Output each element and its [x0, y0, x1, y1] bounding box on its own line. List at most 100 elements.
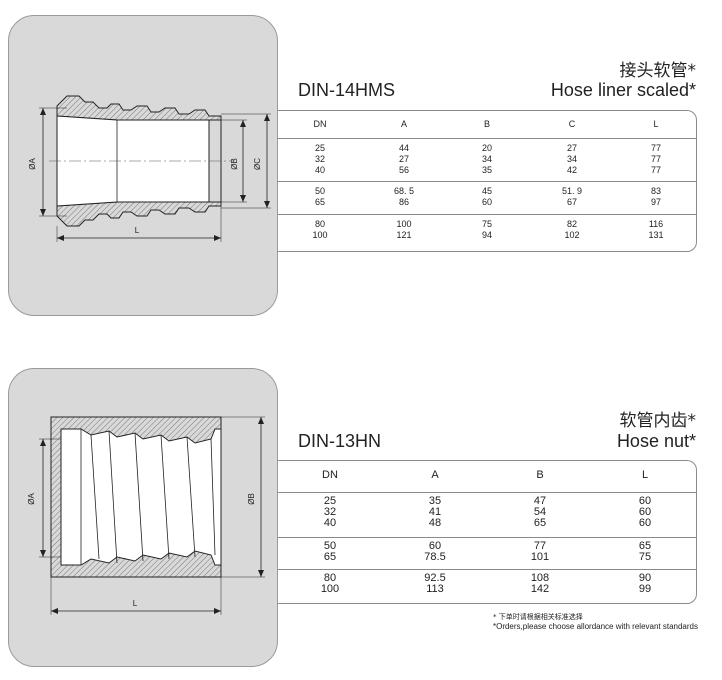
- table-cell: 80: [314, 219, 325, 229]
- table-cell: 41: [428, 506, 442, 518]
- row-group-separator: [278, 537, 696, 538]
- table-cell: 65: [314, 197, 325, 207]
- row-group-separator: [278, 181, 696, 182]
- table-cell: 100: [396, 219, 412, 229]
- hose-liner-drawing: ØA ØB ØC L: [28, 95, 271, 242]
- table-cell: 48: [428, 517, 442, 529]
- table-header-row: DN A B C L: [278, 111, 696, 137]
- column-header: DN: [322, 469, 338, 481]
- section2-product-code: DIN-13HN: [298, 431, 382, 451]
- table-row: 100 113 142 99: [278, 584, 696, 595]
- table-cell: 65: [533, 517, 547, 529]
- table-cell: 82: [566, 219, 577, 229]
- section2-title-cn: 软管内齿*: [619, 411, 697, 431]
- table-cell: 116: [648, 219, 664, 229]
- table-cell: 42: [566, 165, 577, 175]
- table-cell: 75: [481, 219, 492, 229]
- table-cell: 50: [314, 186, 325, 196]
- table-cell: 32: [323, 506, 337, 518]
- table-cell: 100: [320, 583, 340, 595]
- table-cell: 97: [650, 197, 661, 207]
- table-cell: 34: [481, 154, 492, 164]
- table-row: 50 68. 5 45 51. 9 83: [278, 185, 696, 196]
- table-cell: 65: [638, 540, 652, 552]
- dim-label-a: ØA: [27, 493, 36, 505]
- column-header: A: [400, 119, 407, 129]
- table-row: 80 100 75 82 116: [278, 218, 696, 229]
- table-cell: 92.5: [424, 572, 446, 584]
- table-cell: 47: [533, 495, 547, 507]
- table-cell: 86: [398, 197, 409, 207]
- table-cell: 60: [638, 495, 652, 507]
- table-cell: 131: [648, 230, 664, 240]
- section1-title-cn: 接头软管*: [619, 61, 697, 81]
- table-row: 32 41 54 60: [278, 507, 696, 518]
- footnote-en: *Orders,please choose allordance with re…: [492, 622, 698, 631]
- dim-label-a: ØA: [28, 158, 37, 170]
- row-group-separator: [278, 138, 696, 139]
- section2-title-en: Hose nut*: [616, 431, 696, 451]
- row-group-separator: [278, 492, 696, 493]
- table-cell: 77: [650, 143, 661, 153]
- table-cell: 44: [398, 143, 409, 153]
- table-header-row: DN A B L: [278, 461, 696, 491]
- column-header: B: [483, 119, 490, 129]
- table-cell: 60: [481, 197, 492, 207]
- table-cell: 40: [323, 517, 337, 529]
- table-cell: 78.5: [424, 551, 446, 563]
- table-cell: 25: [323, 495, 337, 507]
- table-cell: 77: [650, 165, 661, 175]
- section1-title-en: Hose liner scaled*: [550, 80, 696, 100]
- table-cell: 25: [314, 143, 325, 153]
- table-cell: 60: [638, 506, 652, 518]
- table-row: 40 48 65 60: [278, 518, 696, 529]
- table-cell: 60: [638, 517, 652, 529]
- table-cell: 102: [564, 230, 580, 240]
- drawing-panel-din14hms: ØA ØB ØC L: [8, 15, 278, 316]
- table-cell: 35: [428, 495, 442, 507]
- column-header: A: [431, 469, 439, 481]
- table-row: 65 78.5 101 75: [278, 552, 696, 563]
- dim-label-b: ØB: [230, 158, 239, 170]
- column-header: L: [653, 119, 659, 129]
- table-cell: 83: [650, 186, 661, 196]
- row-group-separator: [278, 569, 696, 570]
- footnote: * 下单时请根据相关标准选择 *Orders,please choose all…: [493, 612, 698, 632]
- table-cell: 56: [398, 165, 409, 175]
- column-header: C: [568, 119, 576, 129]
- table-cell: 100: [312, 230, 328, 240]
- table-cell: 94: [481, 230, 492, 240]
- table-cell: 45: [481, 186, 492, 196]
- column-header: L: [641, 469, 649, 481]
- table-cell: 113: [426, 583, 444, 595]
- table-cell: 54: [533, 506, 547, 518]
- table-cell: 65: [323, 551, 337, 563]
- table-cell: 27: [566, 143, 577, 153]
- dim-label-b: ØB: [247, 493, 256, 505]
- table-cell: 35: [481, 165, 492, 175]
- table-cell: 51. 9: [561, 186, 583, 196]
- table-cell: 77: [533, 540, 547, 552]
- column-header: B: [536, 469, 544, 481]
- table-cell: 32: [314, 154, 325, 164]
- hose-nut-drawing: ØA ØB L: [27, 416, 265, 615]
- column-header: DN: [313, 119, 327, 129]
- table-row: 40 56 35 42 77: [278, 164, 696, 175]
- table-cell: 142: [530, 583, 550, 595]
- footnote-cn: * 下单时请根据相关标准选择: [492, 613, 583, 621]
- table-cell: 108: [530, 572, 550, 584]
- table-cell: 99: [638, 583, 652, 595]
- table-cell: 101: [530, 551, 550, 563]
- dim-label-c: ØC: [253, 158, 262, 170]
- row-group-separator: [278, 214, 696, 215]
- table-cell: 60: [428, 540, 442, 552]
- table-cell: 75: [638, 551, 652, 563]
- table-cell: 40: [314, 165, 325, 175]
- table-cell: 68. 5: [393, 186, 415, 196]
